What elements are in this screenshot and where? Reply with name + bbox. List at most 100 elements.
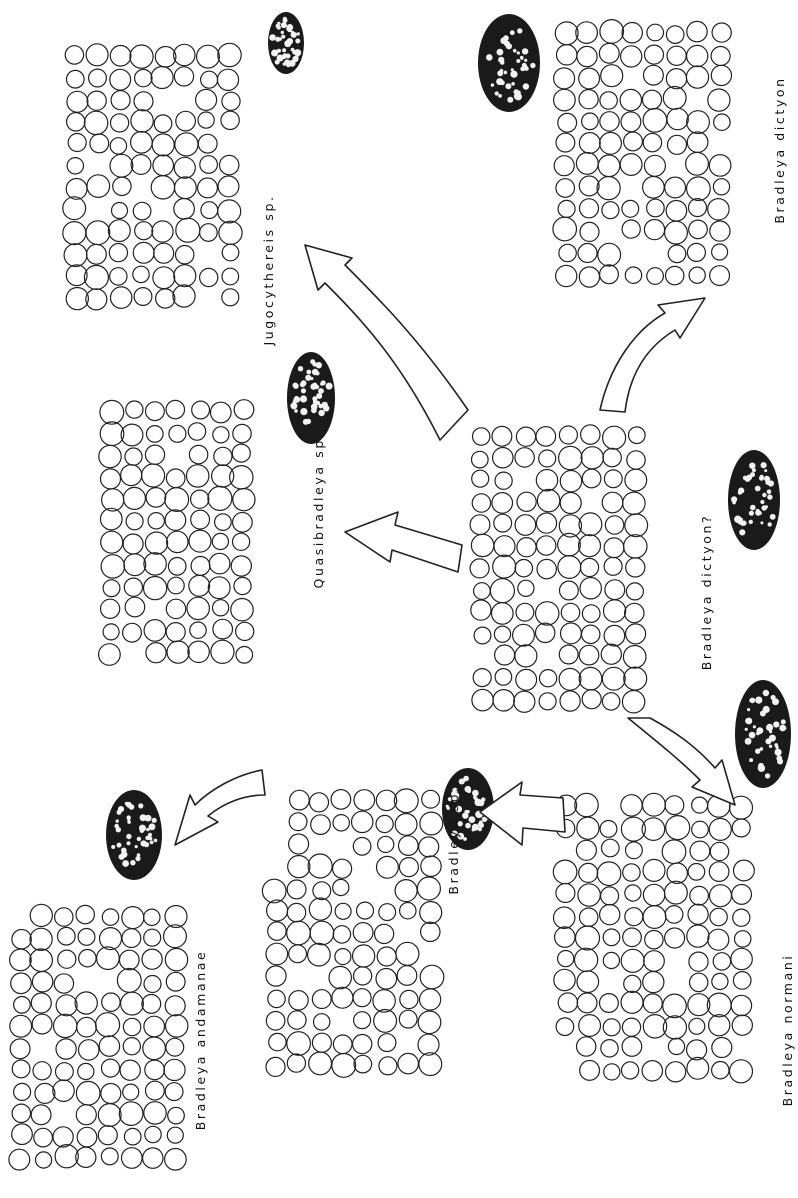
reticulation-cell (732, 885, 752, 905)
reticulation-cell (576, 22, 598, 44)
reticulation-cell (580, 1061, 600, 1081)
reticulation-cell (122, 1148, 143, 1169)
reticulation-cell (581, 425, 600, 444)
reticulation-cell (376, 790, 396, 810)
reticulation-cell (100, 928, 122, 950)
reticulation-cell (712, 244, 728, 260)
reticulation-cell (111, 287, 132, 308)
reticulation-cell (310, 921, 334, 945)
reticulation-cell (166, 972, 185, 991)
reticulation-cell (231, 599, 253, 621)
reticulation-cell (133, 242, 154, 263)
reticulation-cell (421, 922, 440, 941)
reticulation-cell (690, 841, 710, 861)
reticulation-cell (556, 1018, 574, 1036)
reticulation-cell (624, 975, 641, 992)
reticulation-cell (625, 267, 641, 283)
reticulation-panel-bradleya-normani (553, 793, 754, 1083)
reticulation-cell (96, 1013, 120, 1037)
reticulation-cell (101, 1148, 118, 1165)
reticulation-cell (373, 990, 395, 1012)
reticulation-cell (687, 177, 711, 201)
reticulation-cell (123, 1038, 140, 1055)
reticulation-cell (333, 815, 349, 831)
reticulation-cell (686, 66, 708, 88)
reticulation-cell (626, 842, 643, 859)
reticulation-cell (98, 1126, 117, 1145)
reticulation-cell (517, 538, 536, 557)
reticulation-cell (64, 244, 87, 267)
reticulation-cell (663, 994, 687, 1018)
reticulation-cell (191, 557, 210, 576)
reticulation-cell (352, 811, 373, 832)
reticulation-cell (308, 854, 332, 878)
reticulation-cell (165, 996, 185, 1016)
reticulation-cell (218, 176, 239, 197)
reticulation-cell (143, 1148, 163, 1168)
reticulation-cell (494, 514, 512, 532)
reticulation-cell (12, 1104, 30, 1122)
reticulation-cell (579, 863, 598, 882)
reticulation-cell (689, 1018, 705, 1034)
reticulation-cell (579, 1015, 601, 1037)
reticulation-cell (233, 533, 250, 550)
reticulation-cell (559, 244, 576, 261)
reticulation-cell (578, 884, 600, 906)
reticulation-cell (189, 445, 207, 463)
reticulation-cell (577, 817, 599, 839)
reticulation-cell (354, 1012, 371, 1029)
reticulation-cell (111, 114, 129, 132)
reticulation-cell (398, 1053, 418, 1073)
reticulation-cell (733, 909, 750, 926)
reticulation-cell (220, 155, 239, 174)
reticulation-cell (536, 427, 556, 447)
reticulation-cell (643, 884, 664, 905)
reticulation-cell (665, 906, 683, 924)
reticulation-cell (174, 265, 196, 287)
reticulation-cell (53, 1080, 74, 1101)
reticulation-cell (602, 492, 623, 513)
reticulation-cell (494, 626, 510, 642)
reticulation-cell (121, 992, 144, 1015)
reticulation-cell (605, 516, 623, 534)
reticulation-cell (495, 645, 515, 665)
ostracod-specimen-bradleya-andamanae (106, 790, 162, 880)
reticulation-cell (666, 26, 684, 44)
reticulation-cell (666, 816, 690, 840)
reticulation-cell (86, 221, 110, 245)
reticulation-cell (579, 68, 600, 89)
reticulation-cell (110, 268, 127, 285)
reticulation-panel-bradleya-andamanae (9, 904, 188, 1170)
reticulation-cell (668, 135, 687, 154)
reticulation-cell (581, 447, 603, 469)
reticulation-cell (125, 448, 142, 465)
reticulation-cell (134, 92, 153, 111)
reticulation-cell (9, 1149, 30, 1170)
reticulation-cell (166, 623, 185, 642)
reticulation-cell (87, 244, 107, 264)
reticulation-cell (557, 45, 577, 65)
reticulation-cell (289, 991, 308, 1010)
reticulation-cell (189, 575, 210, 596)
reticulation-cell (212, 533, 228, 549)
reticulation-cell (30, 928, 52, 950)
reticulation-cell (689, 199, 707, 217)
reticulation-cell (67, 113, 85, 131)
reticulation-cell (208, 577, 230, 599)
reticulation-cell (222, 92, 240, 110)
reticulation-cell (689, 267, 705, 283)
reticulation-cell (663, 87, 686, 110)
reticulation-cell (712, 973, 728, 989)
reticulation-cell (213, 619, 233, 639)
reticulation-cell (688, 864, 705, 881)
reticulation-cell (710, 266, 730, 286)
reticulation-cell (692, 821, 709, 838)
reticulation-cell (174, 157, 195, 178)
reticulation-cell (582, 625, 600, 643)
reticulation-cell (620, 89, 641, 110)
reticulation-cell (175, 177, 197, 199)
reticulation-cell (232, 444, 250, 462)
reticulation-cell (493, 690, 514, 711)
reticulation-cell (560, 581, 579, 600)
reticulation-cell (147, 426, 164, 443)
